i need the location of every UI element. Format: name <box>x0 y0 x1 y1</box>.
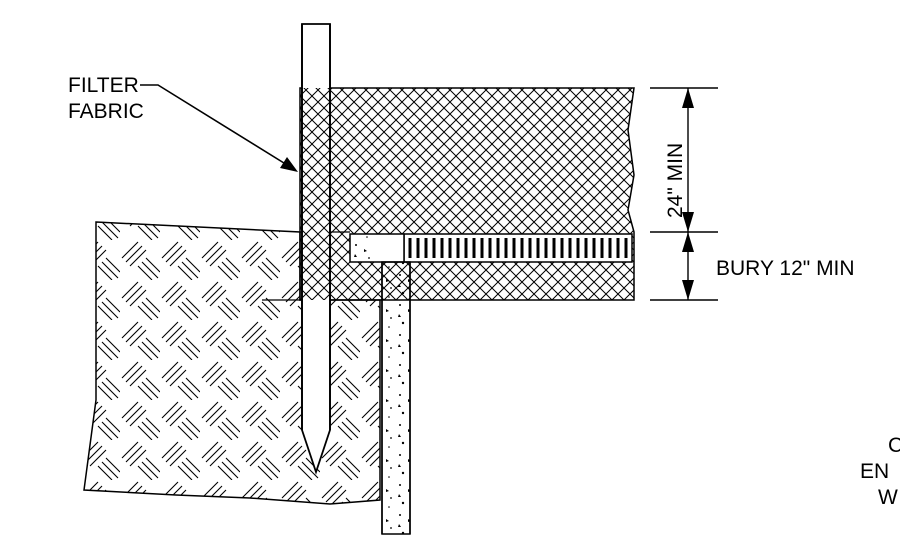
filter-fabric-label-line2: FABRIC <box>68 100 144 123</box>
filter-fabric-region <box>299 87 635 301</box>
dimension-arrowheads <box>682 88 694 300</box>
filter-fabric-leader <box>140 84 298 172</box>
buried-strip <box>403 233 633 263</box>
filter-fabric-label-line1: FILTER <box>68 74 139 97</box>
concrete-anchor <box>349 233 411 535</box>
height-dimension-label: 24" MIN <box>664 143 687 218</box>
cutoff-label-line2: EN <box>860 460 889 483</box>
cutoff-label-line3: W <box>878 486 898 509</box>
bury-dimension-label: BURY 12" MIN <box>716 257 855 280</box>
cutoff-label-line1: C <box>888 434 900 457</box>
fence-post <box>301 23 331 475</box>
